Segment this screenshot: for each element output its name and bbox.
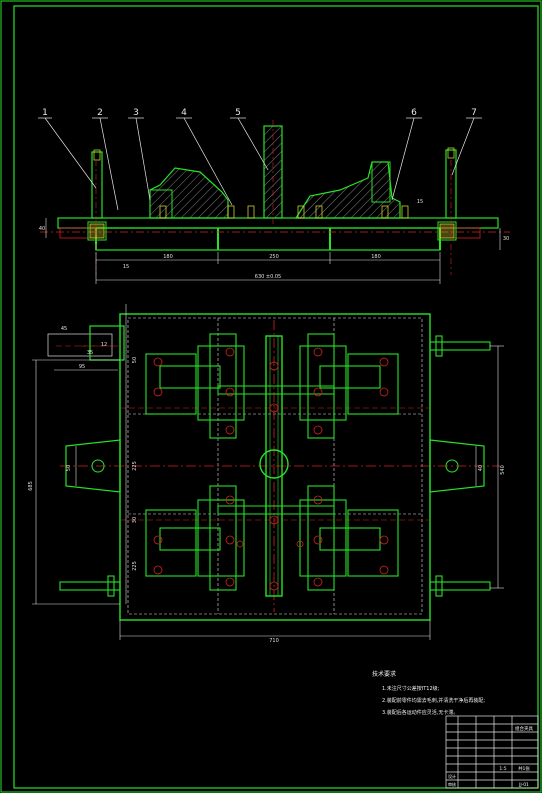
dim-left-overall: 685 [28, 481, 34, 491]
balloon-2: 2 [97, 108, 103, 118]
balloon-5: 5 [235, 108, 241, 118]
front-view-dimensions [45, 218, 501, 284]
top-view-dimensions [32, 304, 504, 640]
balloon-leaders [38, 117, 482, 211]
dim-right-height: 30 [503, 236, 509, 242]
dim-left-r3: 30 [132, 517, 138, 523]
dim-left-r2: 225 [132, 561, 138, 571]
left-support-block [149, 167, 229, 219]
title-block [445, 715, 539, 789]
dim-left-height: 40 [39, 226, 45, 232]
title-code: JJ-01 [518, 782, 529, 788]
technical-notes: 技术要求 1.未注尺寸公差按IT12级; 2.装配前零件均需去毛刺,并清洗干净后… [372, 670, 485, 716]
dim-seg1: 180 [163, 254, 173, 260]
dim-small-left: 15 [123, 264, 129, 270]
dim-pad-len: 95 [79, 364, 85, 370]
tech-note-line-3: 3.装配后各运动件应灵活,无卡滞。 [382, 709, 458, 716]
title-checker: 审核 [448, 781, 456, 787]
tech-notes-title: 技术要求 [372, 670, 396, 678]
base-body [95, 227, 441, 251]
center-boss [259, 449, 289, 479]
left-lug [65, 439, 121, 493]
dim-pad-depth: 35 [87, 350, 93, 356]
balloon-6: 6 [411, 108, 417, 118]
tech-note-line-1: 1.未注尺寸公差按IT12级; [382, 685, 440, 692]
dim-seg2: 250 [269, 254, 279, 260]
dim-pad-width: 45 [61, 326, 67, 332]
dim-left-mid: 50 [132, 357, 138, 363]
balloon-4: 4 [181, 108, 187, 118]
title-sheet: 共1张 [518, 765, 530, 772]
dim-lug-left: 50 [66, 465, 72, 471]
title-scale: 1:5 [499, 766, 506, 772]
balloon-3: 3 [133, 108, 139, 118]
dim-seg3: 180 [371, 254, 381, 260]
front-section-view [40, 120, 510, 275]
base-plate-top [57, 217, 499, 229]
dim-bottom-overall: 710 [269, 638, 279, 644]
dim-overall: 630 ±0.05 [255, 274, 281, 280]
dim-lug-right: 40 [478, 465, 484, 471]
title-drawing-name: 组合夹具 [515, 725, 533, 732]
title-designer: 设计 [448, 773, 456, 779]
top-plan-view [47, 313, 500, 621]
dim-right-overall: 540 [500, 465, 506, 475]
inner-frame [13, 5, 539, 789]
dim-left-r1: 225 [132, 461, 138, 471]
tech-note-line-2: 2.装配前零件均需去毛刺,并清洗干净后再装配; [382, 697, 485, 704]
dim-small-right: 15 [417, 199, 423, 205]
dim-pad-small: 12 [101, 342, 107, 348]
balloon-7: 7 [471, 108, 477, 118]
balloon-1: 1 [42, 108, 48, 118]
right-lug [429, 439, 485, 493]
right-support-block [294, 161, 401, 219]
